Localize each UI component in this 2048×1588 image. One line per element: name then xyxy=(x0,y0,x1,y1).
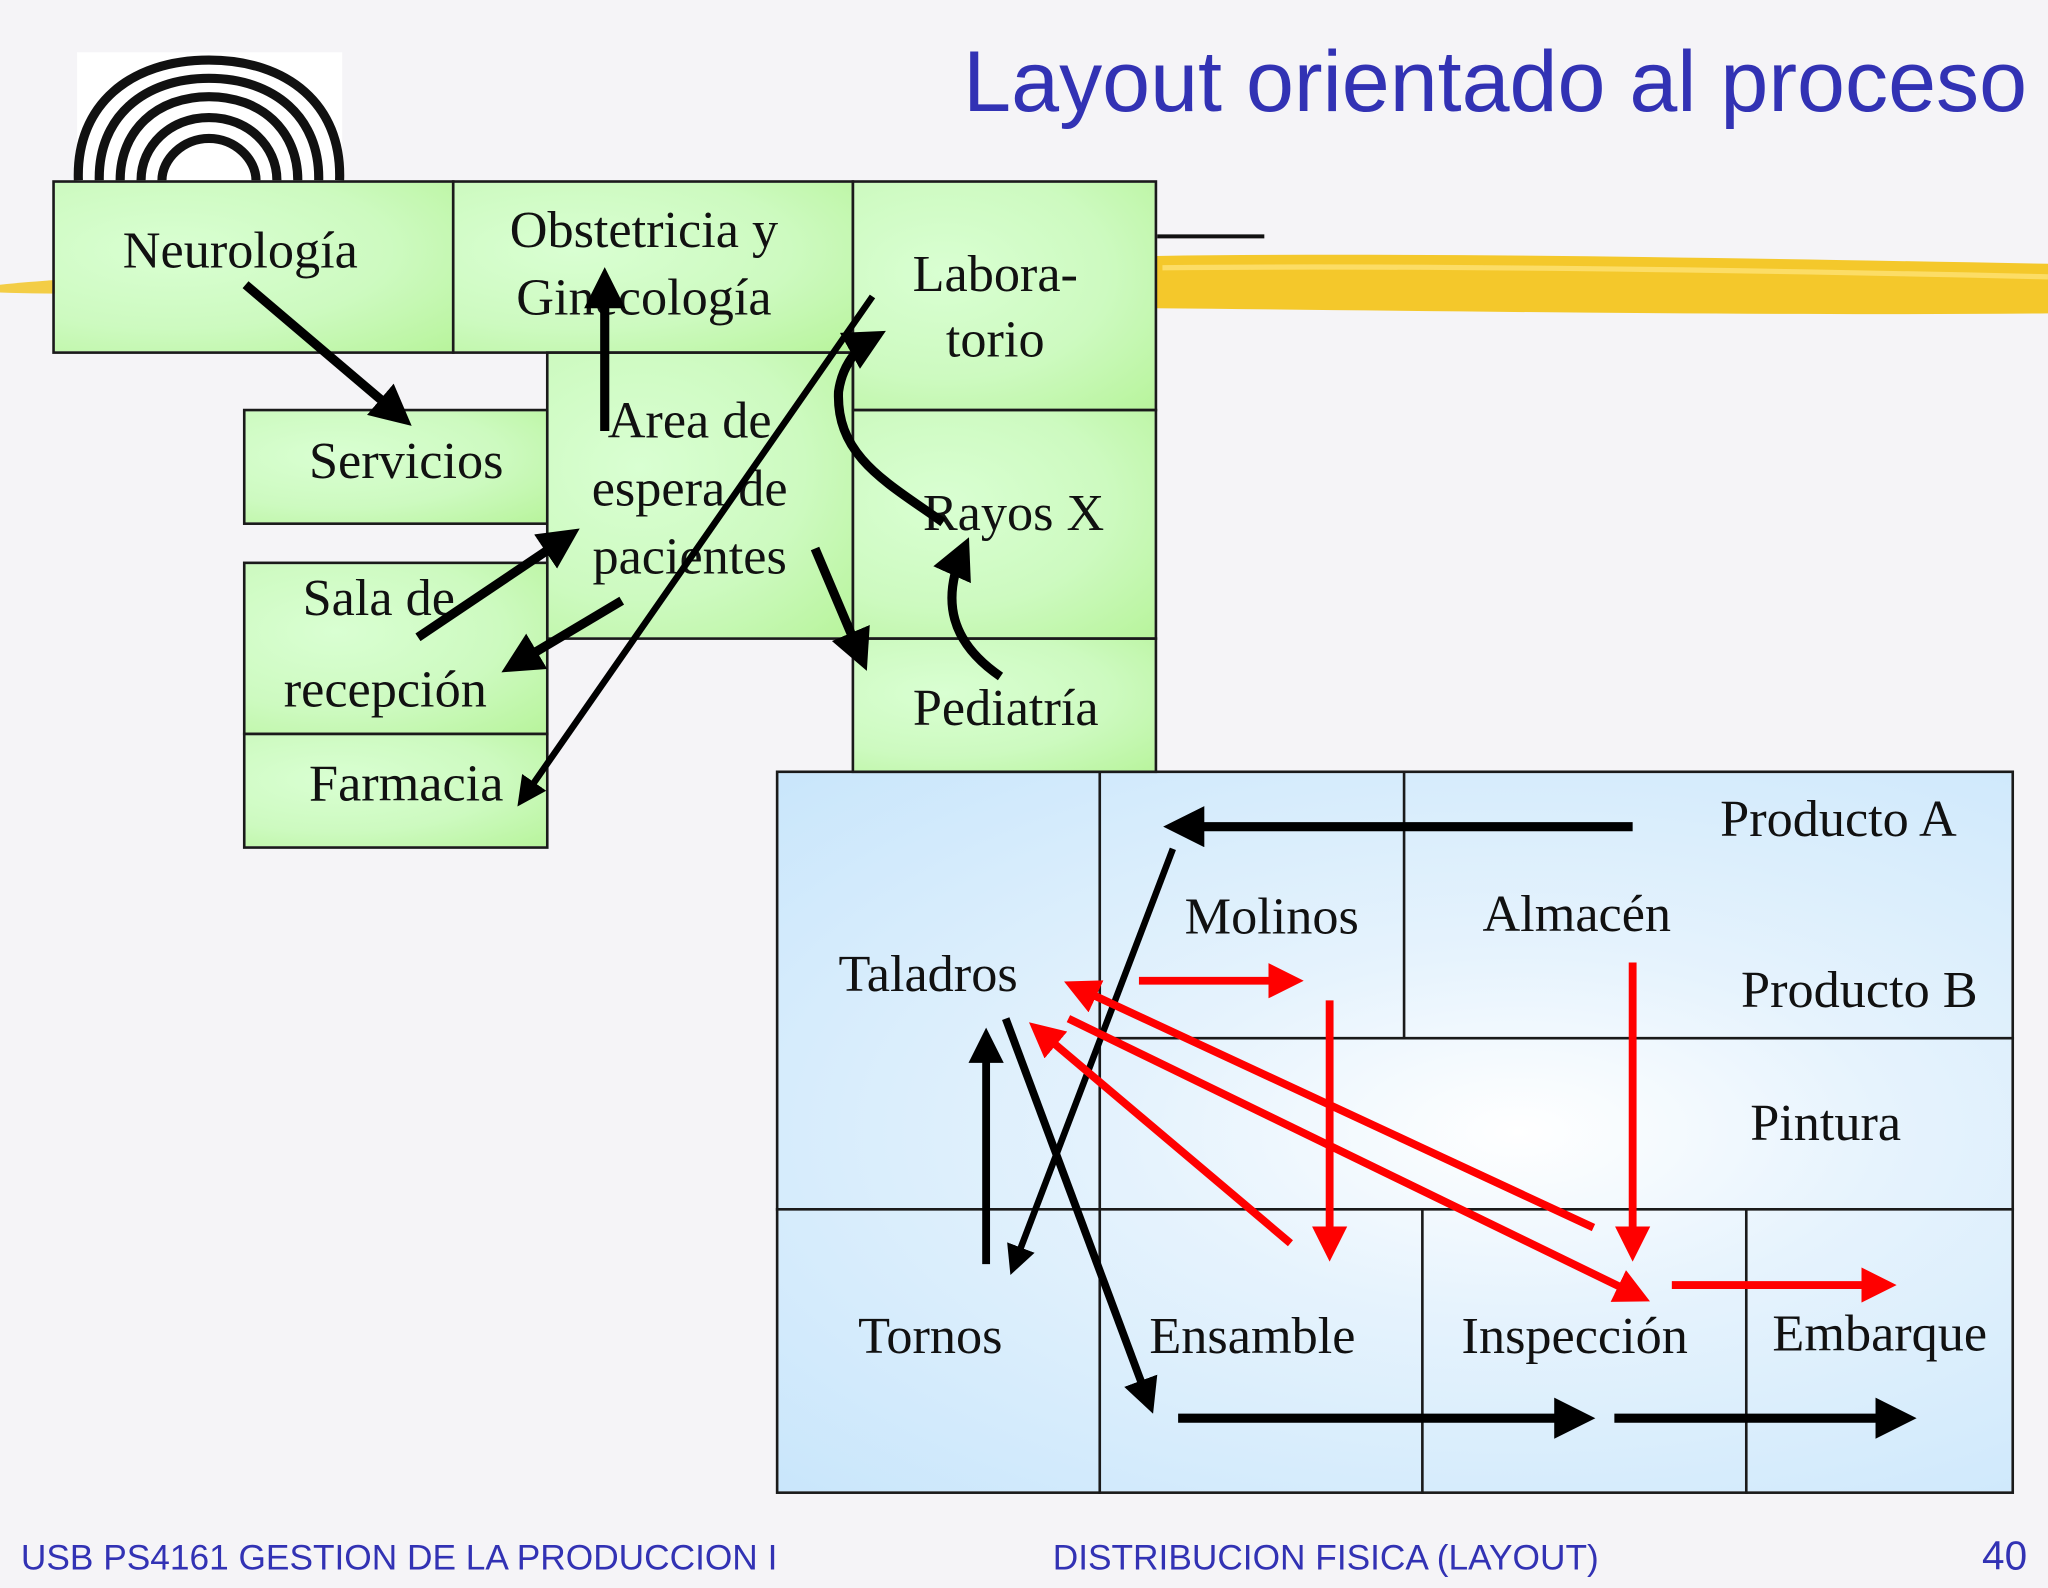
arrow-rayosx-laboratorio xyxy=(833,330,946,527)
arrow-lab-farmacia xyxy=(517,294,876,807)
arrow-espera-recepcion xyxy=(501,596,625,673)
label-ensamble: Ensamble xyxy=(1149,1305,1356,1365)
label-servicios: Servicios xyxy=(308,430,504,490)
arrow-b-ensamble-taladros xyxy=(1028,1022,1293,1247)
label-inspeccion: Inspección xyxy=(1461,1305,1688,1365)
footer-topic: DISTRIBUCION FISICA (LAYOUT) xyxy=(1052,1538,1599,1578)
label-pediatria: Pediatría xyxy=(912,677,1099,737)
label-obstetricia-line1: Obstetricia y xyxy=(509,199,779,259)
dept-pediatria xyxy=(851,637,1158,776)
label-tornos: Tornos xyxy=(858,1305,1003,1365)
label-area-espera-line1: Area de xyxy=(607,390,772,450)
usb-logo-icon xyxy=(73,52,345,183)
label-molinos: Molinos xyxy=(1184,886,1359,946)
label-sala-recepcion-line2: recepción xyxy=(283,659,487,719)
label-laboratorio-line1: Labora- xyxy=(912,244,1078,303)
arrow-b-pintura-taladros xyxy=(1064,980,1596,1232)
label-embarque: Embarque xyxy=(1772,1303,1988,1363)
dept-laboratorio xyxy=(851,180,1158,412)
slide-title: Layout orientado al proceso xyxy=(963,32,2028,130)
label-pintura: Pintura xyxy=(1750,1093,1902,1152)
footer-course: USB PS4161 GESTION DE LA PRODUCCION I xyxy=(20,1538,778,1578)
label-almacen: Almacén xyxy=(1482,884,1672,943)
label-farmacia: Farmacia xyxy=(309,753,504,813)
label-taladros: Taladros xyxy=(838,944,1018,1003)
label-rayos-x: Rayos X xyxy=(922,483,1105,542)
arrow-molinos-tornos xyxy=(1007,847,1176,1275)
arrow-recepcion-espera xyxy=(415,528,580,642)
label-producto-b: Producto B xyxy=(1741,959,1978,1019)
arrow-b-taladros-inspeccion xyxy=(1066,1015,1651,1302)
label-sala-recepcion-line1: Sala de xyxy=(302,568,455,627)
label-producto-a: Producto A xyxy=(1720,788,1957,848)
label-neurologia: Neurología xyxy=(122,220,358,280)
page-number: 40 xyxy=(1982,1533,2028,1579)
arrow-pediatria-rayosx xyxy=(933,537,1004,681)
dept-neurologia xyxy=(52,180,455,354)
dept-rayos-x xyxy=(851,408,1158,640)
arrow-espera-pediatria xyxy=(810,546,870,671)
label-laboratorio-line2: torio xyxy=(945,309,1045,369)
arrow-neurologia-servicios xyxy=(242,281,412,426)
dept-farmacia xyxy=(242,732,549,849)
arrow-taladros-ensamble xyxy=(1002,1017,1158,1414)
label-obstetricia-line2: Ginecología xyxy=(516,267,772,327)
